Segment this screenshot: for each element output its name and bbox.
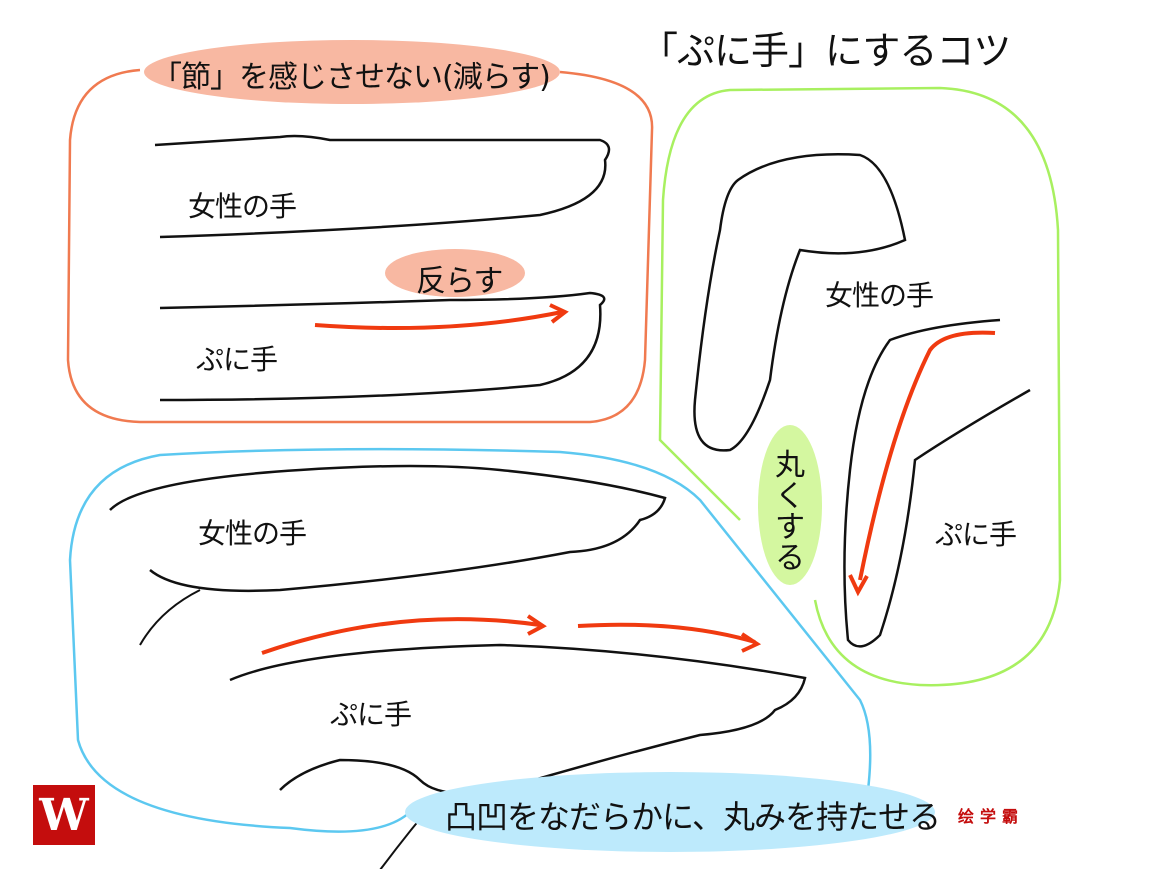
bottom-panel-border — [68, 447, 872, 833]
badge-pill-bg — [385, 249, 525, 297]
hand-outline — [159, 291, 606, 402]
top-left-panel-border — [66, 68, 654, 424]
arrow-red — [577, 622, 756, 644]
heading-pill-bg — [144, 40, 560, 104]
top-left-label-female: 女性の手 — [188, 190, 297, 223]
right-label-female: 女性の手 — [825, 279, 934, 312]
hand-outline — [843, 318, 1031, 648]
hand-outline — [109, 464, 667, 593]
hand-outline — [154, 134, 611, 239]
right-badge: 丸くする — [775, 448, 805, 576]
bottom-caption: 凸凹をなだらかに、丸みを持たせる — [445, 798, 941, 836]
bottom-label-female: 女性の手 — [198, 517, 307, 550]
arrow-red — [261, 617, 541, 655]
arrow-red — [858, 330, 996, 581]
right-panel-border — [658, 86, 1062, 687]
badge-pill-bg — [758, 425, 822, 585]
hand-outline — [229, 643, 807, 795]
watermark-brand: 绘学霸 — [958, 807, 1025, 826]
top-left-badge: 反らす — [416, 264, 503, 299]
watermark-logo: W — [33, 785, 95, 845]
right-label-puni: ぷに手 — [935, 518, 1017, 551]
bottom-label-puni: ぷに手 — [330, 698, 412, 731]
caption-pill-bg — [405, 772, 935, 852]
top-left-heading: 「節」を感じさせない(減らす) — [152, 60, 551, 95]
logo-letter: W — [39, 789, 89, 841]
page-title: 「ぷに手」にするコツ — [640, 29, 1011, 73]
top-left-label-puni: ぷに手 — [196, 343, 278, 376]
arrow-red — [314, 310, 563, 331]
hand-outline — [693, 153, 907, 452]
